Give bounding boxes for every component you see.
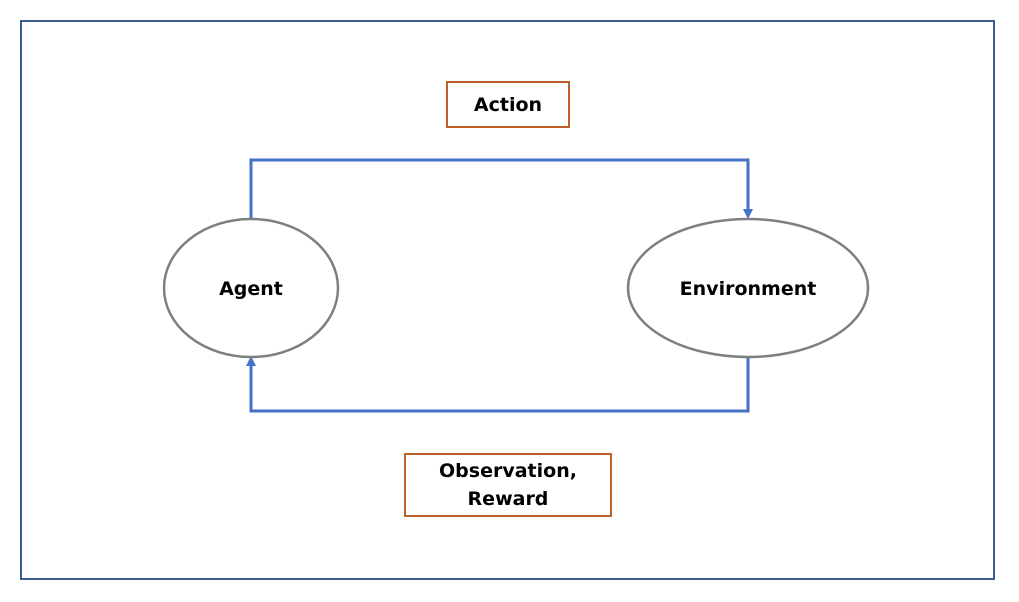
agent-node: Agent (162, 217, 340, 359)
observation-reward-label: Observation, Reward (439, 460, 577, 510)
environment-label: Environment (680, 278, 817, 300)
agent-label: Agent (219, 278, 283, 300)
action-label-box: Action (446, 81, 570, 128)
action-arrow (249, 158, 753, 219)
diagram-frame (20, 20, 995, 580)
action-label: Action (473, 93, 543, 116)
environment-node: Environment (626, 217, 870, 359)
observation-reward-arrow (246, 356, 750, 413)
observation-reward-label-box: Observation, Reward (404, 453, 612, 517)
